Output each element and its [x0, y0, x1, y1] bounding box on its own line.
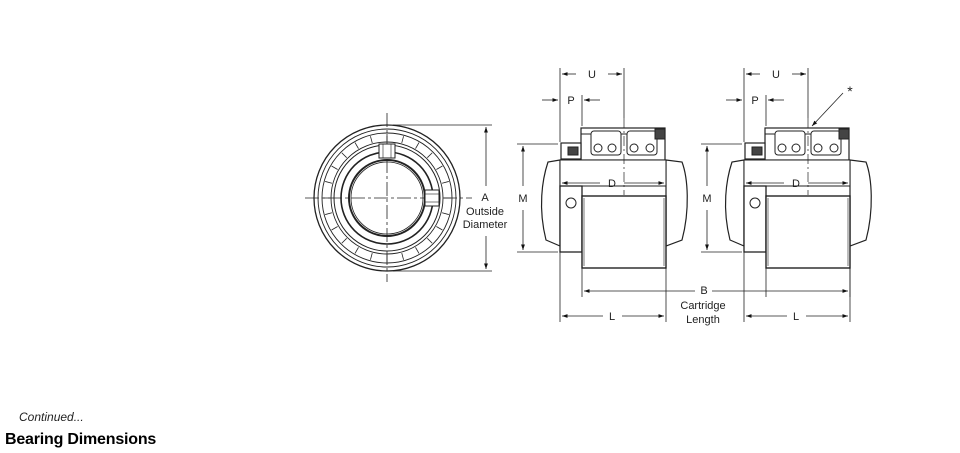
label-b: B — [700, 285, 707, 297]
roller-segment — [415, 142, 420, 149]
b-dimension — [584, 268, 851, 297]
label-m-right: M — [702, 193, 711, 205]
label-asterisk: * — [847, 83, 853, 99]
label-u-right: U — [772, 69, 780, 81]
roller-segment — [415, 247, 420, 254]
label-d-left: D — [608, 178, 616, 190]
roller-segment — [354, 247, 359, 254]
roller-segment — [427, 152, 433, 158]
roller-segment — [401, 252, 404, 260]
roller-segment — [441, 212, 449, 215]
roller-segment — [341, 152, 347, 158]
roller-segment — [331, 165, 338, 170]
roller-segment — [325, 212, 333, 215]
roller-segment — [370, 252, 373, 260]
side-view-left — [517, 68, 688, 322]
roller-segment — [441, 181, 449, 184]
side-view-right — [701, 68, 872, 322]
label-cartridge: Cartridge — [680, 300, 725, 312]
label-p-left: P — [567, 95, 574, 107]
roller-segment — [436, 165, 443, 170]
label-p-right: P — [751, 95, 758, 107]
roller-segment — [341, 238, 347, 244]
label-d-right: D — [792, 178, 800, 190]
label-length: Length — [686, 314, 720, 326]
front-view — [305, 113, 492, 282]
label-m-left: M — [518, 193, 527, 205]
section-heading: Bearing Dimensions — [5, 431, 157, 448]
continued-note: Continued... — [19, 410, 84, 424]
label-l-left: L — [609, 311, 615, 323]
roller-segment — [331, 226, 338, 231]
label-outside: Outside — [466, 206, 504, 218]
roller-segment — [325, 181, 333, 184]
roller-segment — [401, 136, 404, 144]
label-a: A — [481, 192, 489, 204]
roller-segment — [370, 136, 373, 144]
label-l-right: L — [793, 311, 799, 323]
label-u-left: U — [588, 69, 596, 81]
roller-segment — [354, 142, 359, 149]
label-diameter: Diameter — [463, 219, 508, 231]
roller-segment — [427, 238, 433, 244]
roller-segment — [436, 226, 443, 231]
